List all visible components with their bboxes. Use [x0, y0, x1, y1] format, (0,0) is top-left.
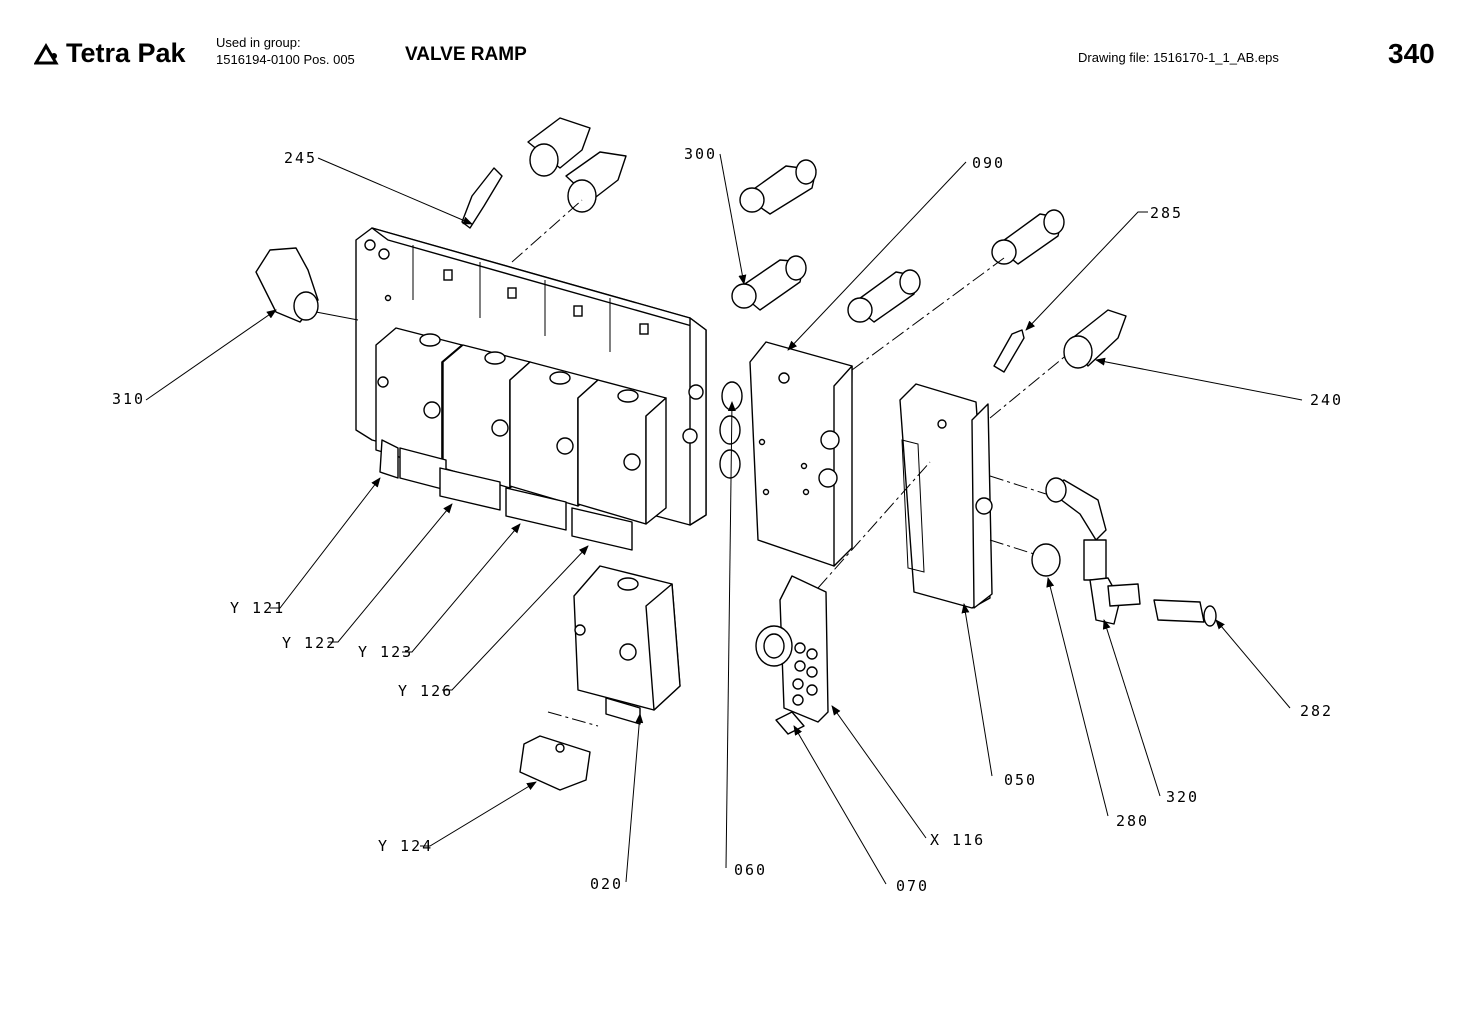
callout-050: 050 — [1004, 771, 1037, 789]
callout-310: 310 — [112, 390, 145, 408]
fitting-assembly — [989, 475, 1217, 627]
seal-rings-060 — [719, 381, 743, 479]
callout-060: 060 — [734, 861, 767, 879]
callout-y121: Y 121 — [230, 599, 285, 617]
callout-y124: Y 124 — [378, 837, 433, 855]
callout-x116: X 116 — [930, 831, 985, 849]
valve-020 — [519, 565, 681, 791]
callout-282: 282 — [1300, 702, 1333, 720]
leader-lines — [145, 153, 1303, 885]
used-in-group-value: 1516194-0100 Pos. 005 — [216, 52, 355, 67]
page-number: 340 — [1388, 38, 1435, 69]
pin-285 — [993, 329, 1025, 373]
callout-280: 280 — [1116, 812, 1149, 830]
callout-320: 320 — [1166, 788, 1199, 806]
end-plate-050 — [899, 343, 1081, 609]
fittings-top — [461, 117, 627, 263]
callout-285: 285 — [1150, 204, 1183, 222]
used-in-group-label: Used in group: — [216, 35, 301, 50]
drawing-file: Drawing file: 1516170-1_1_AB.eps — [1078, 50, 1279, 65]
page-title: VALVE RAMP — [405, 44, 527, 65]
callout-090: 090 — [972, 154, 1005, 172]
callout-y126: Y 126 — [398, 682, 453, 700]
callout-240: 240 — [1310, 391, 1343, 409]
tetra-pak-logo-icon — [34, 42, 59, 64]
used-in-group: Used in group: 1516194-0100 Pos. 005 — [216, 34, 355, 68]
brand-name: Tetra Pak — [66, 38, 186, 68]
end-plate-090 — [749, 257, 1005, 567]
callout-020: 020 — [590, 875, 623, 893]
valve-modules — [375, 327, 667, 551]
callout-070: 070 — [896, 877, 929, 895]
brand-logo: Tetra Pak — [34, 38, 186, 69]
silencer-240 — [1063, 309, 1127, 369]
callout-300: 300 — [684, 145, 717, 163]
callout-y122: Y 122 — [282, 634, 337, 652]
callout-245: 245 — [284, 149, 317, 167]
elbow-fittings — [255, 159, 1065, 323]
terminal-block-x116 — [755, 461, 931, 735]
callout-y123: Y 123 — [358, 643, 413, 661]
